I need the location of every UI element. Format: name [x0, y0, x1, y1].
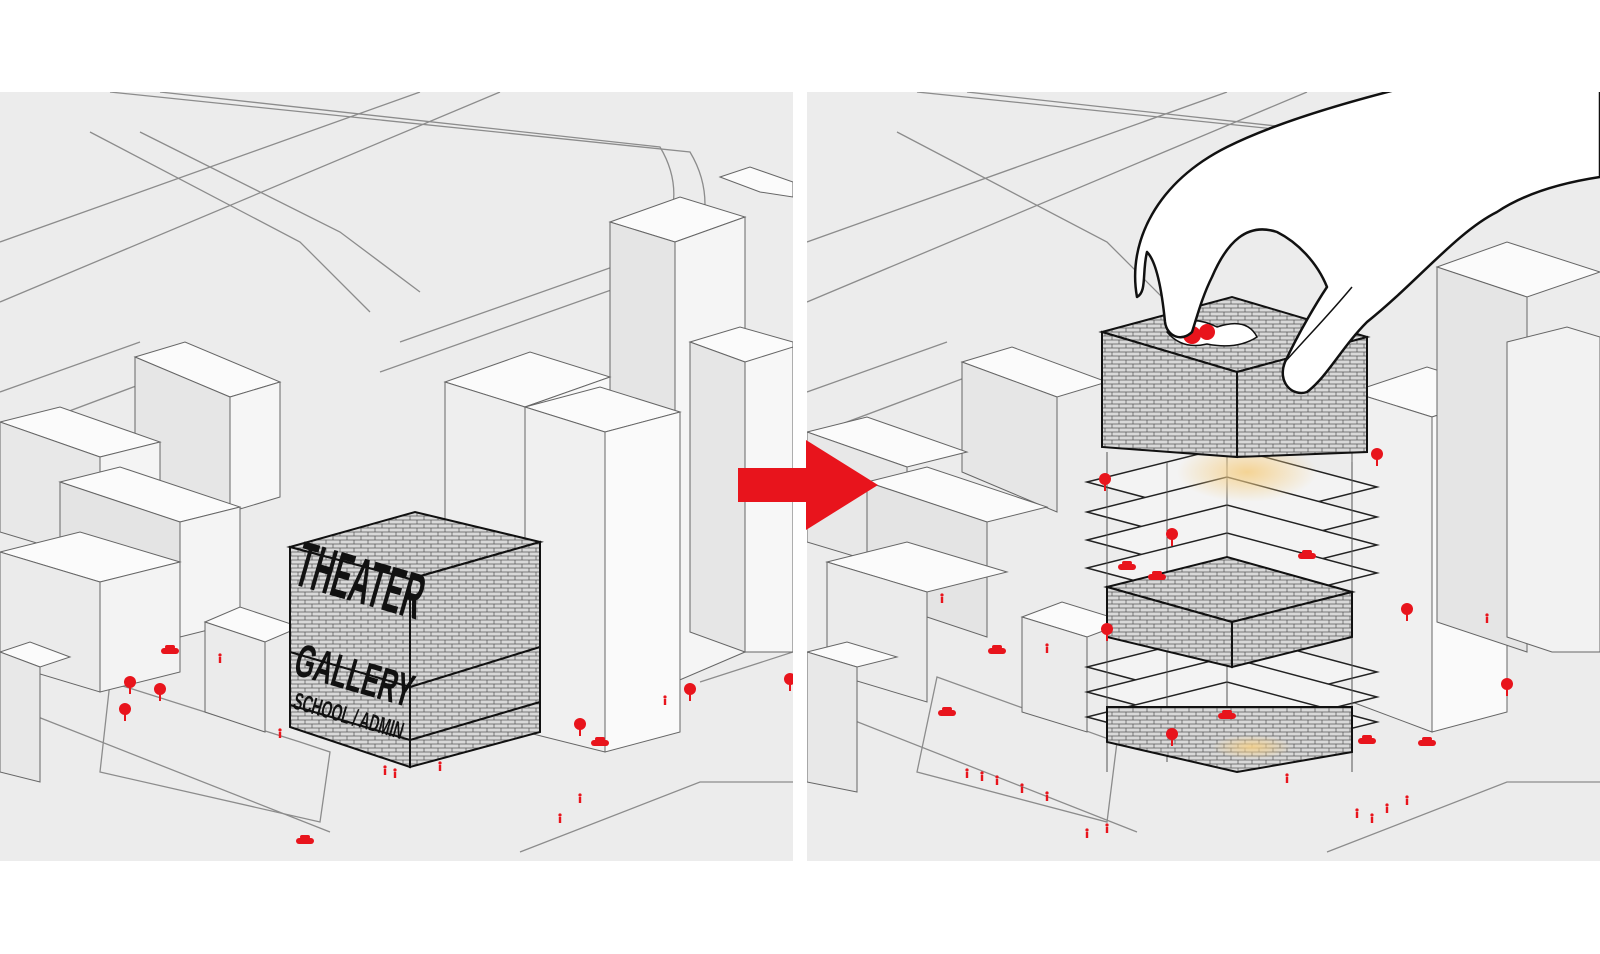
- person-icon: [1370, 813, 1374, 823]
- person-icon: [1385, 803, 1389, 813]
- person-icon: [965, 768, 969, 778]
- person-icon: [1045, 643, 1049, 653]
- before-building: [286, 510, 544, 769]
- before-scene: THEATER GALLERY SCHOOL / ADMIN: [0, 92, 793, 853]
- person-icon: [218, 653, 222, 663]
- tree-icon: [784, 673, 793, 691]
- car-icon: [1418, 737, 1436, 746]
- hand-icon: [1133, 92, 1600, 395]
- person-icon: [1105, 823, 1109, 833]
- person-icon: [578, 793, 582, 803]
- person-icon: [438, 761, 442, 771]
- person-icon: [980, 771, 984, 781]
- person-icon: [663, 695, 667, 705]
- person-icon: [278, 728, 282, 738]
- after-middle-block: [1103, 555, 1356, 669]
- person-icon: [558, 813, 562, 823]
- road-lines: [0, 92, 793, 853]
- car-icon: [1358, 735, 1376, 744]
- car-icon: [988, 645, 1006, 654]
- before-building-labels: THEATER GALLERY SCHOOL / ADMIN: [288, 528, 433, 745]
- person-icon: [995, 775, 999, 785]
- car-icon: [296, 835, 314, 844]
- person-icon: [383, 765, 387, 775]
- tree-icon: [154, 683, 166, 701]
- tree-icon: [124, 676, 136, 694]
- car-icon: [938, 707, 956, 716]
- person-icon: [940, 593, 944, 603]
- arrow-right-icon: [738, 440, 878, 530]
- after-scene: [807, 92, 1600, 853]
- tree-icon: [684, 683, 696, 701]
- tree-icon: [119, 703, 131, 721]
- person-icon: [1485, 613, 1489, 623]
- person-icon: [1355, 808, 1359, 818]
- person-icon: [1020, 783, 1024, 793]
- person-icon: [1045, 791, 1049, 801]
- person-icon: [1085, 828, 1089, 838]
- before-panel: THEATER GALLERY SCHOOL / ADMIN: [0, 92, 793, 861]
- after-ground-block: [1106, 706, 1353, 774]
- person-icon: [1285, 773, 1289, 783]
- person-icon: [1405, 795, 1409, 805]
- person-icon: [393, 768, 397, 778]
- after-panel: [807, 92, 1600, 861]
